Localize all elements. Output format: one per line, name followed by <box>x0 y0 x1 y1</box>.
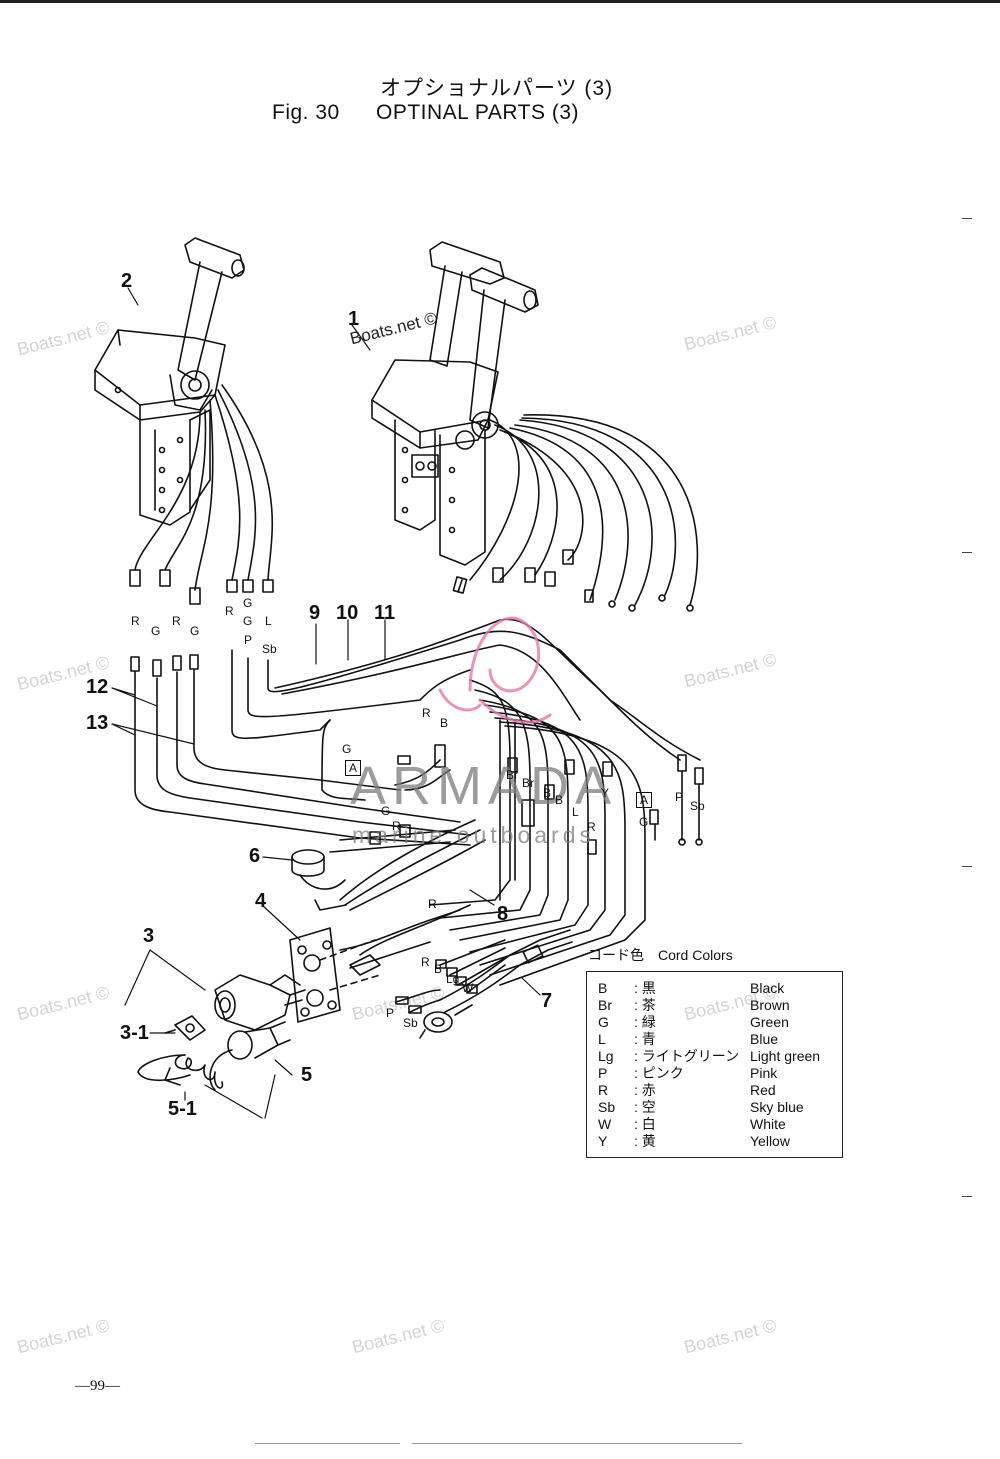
edge-mark <box>962 866 972 867</box>
wire-label: B <box>555 793 564 807</box>
top-border <box>0 0 1000 3</box>
figure-title-english: OPTINAL PARTS (3) <box>376 101 579 124</box>
callout-11: 11 <box>374 602 396 624</box>
twin-box-wire-bundle <box>452 414 699 612</box>
figure-title: Fig. 30 OPTINAL PARTS (3) <box>272 101 579 125</box>
wire-label: R <box>587 820 596 834</box>
wire-label: R <box>422 706 431 720</box>
edge-mark <box>962 552 972 553</box>
callout-8: 8 <box>497 903 509 925</box>
figure-title-japanese: オプショナルパーツ (3) <box>380 77 614 100</box>
wire-label: R <box>131 614 140 628</box>
callout-3: 3 <box>143 925 155 947</box>
wire-label: R <box>428 897 437 911</box>
callout-4: 4 <box>255 890 267 912</box>
footer-rule <box>412 1443 742 1444</box>
cord-color-legend <box>586 971 843 1158</box>
callout-12: 12 <box>86 676 109 698</box>
wire-label: R <box>172 614 181 628</box>
wire-label: Y <box>601 786 610 800</box>
wire-label: L <box>572 805 579 819</box>
armada-logo-mark <box>438 616 552 724</box>
single-lever-handle <box>169 237 245 411</box>
page-number: —99— <box>75 1378 120 1394</box>
twin-lever-control-box <box>371 359 499 566</box>
callout-6: 6 <box>249 845 261 867</box>
footer-rule <box>255 1443 400 1444</box>
wire-label: Br <box>522 776 534 790</box>
wire-label: W <box>462 981 474 995</box>
key-3-1 <box>164 1015 206 1041</box>
stop-switch-5 <box>209 1021 291 1091</box>
connector-box-a: A <box>636 792 652 808</box>
edge-mark <box>962 218 972 219</box>
extension-harness-7 <box>395 929 573 1039</box>
callout-13: 13 <box>86 712 109 734</box>
twin-lever-handles <box>429 241 539 450</box>
wire-label: G <box>243 614 253 628</box>
main-switch-3 <box>214 974 306 1031</box>
callout-3-1: 3-1 <box>120 1022 149 1044</box>
single-box-wire-bundle <box>129 384 274 605</box>
plug-6 <box>291 849 346 890</box>
callout-5: 5 <box>301 1064 313 1086</box>
wire-label: R <box>392 819 401 833</box>
callout-7: 7 <box>541 990 553 1012</box>
wire-label: G <box>342 742 352 756</box>
leader-lines <box>111 287 541 1119</box>
callout-2: 2 <box>121 270 133 292</box>
wire-label: G <box>190 624 200 638</box>
edge-mark <box>962 1196 972 1197</box>
wire-label: Br <box>506 768 518 782</box>
wire-label: R <box>225 604 234 618</box>
wire-label: G <box>151 624 161 638</box>
armada-watermark-subtitle: marine outboards <box>352 822 595 848</box>
callout-10: 10 <box>336 602 359 624</box>
harness-wires-12-13 <box>130 654 471 846</box>
wire-label: G <box>243 596 253 610</box>
central-harness-bundle <box>314 679 659 986</box>
wire-label: P <box>675 790 684 804</box>
callout-1: 1 <box>348 308 360 330</box>
wire-label: R <box>421 955 430 969</box>
wire-label: G <box>381 804 391 818</box>
wire-label: G <box>639 815 649 829</box>
legend-title: コード色 Cord Colors <box>588 947 733 963</box>
cable-8 <box>339 904 471 976</box>
single-lever-control-box <box>94 329 226 526</box>
callout-5-1: 5-1 <box>168 1098 197 1120</box>
lanyard-5-1 <box>137 1054 224 1089</box>
wire-label: L <box>265 614 272 628</box>
connector-box-a: A <box>345 760 361 776</box>
wire-label: B <box>440 716 449 730</box>
wire-label: Sb <box>262 642 277 656</box>
figure-number: Fig. 30 <box>272 101 340 124</box>
wire-label: Sb <box>403 1016 418 1030</box>
armada-watermark: ARMADA <box>350 756 618 816</box>
wire-label: Sb <box>690 799 705 813</box>
wire-label: B <box>543 786 552 800</box>
callout-9: 9 <box>309 602 321 624</box>
wire-label: Lg <box>446 972 460 986</box>
wire-label: P <box>386 1006 395 1020</box>
wire-label: B <box>434 962 443 976</box>
wire-label: P <box>244 633 253 647</box>
